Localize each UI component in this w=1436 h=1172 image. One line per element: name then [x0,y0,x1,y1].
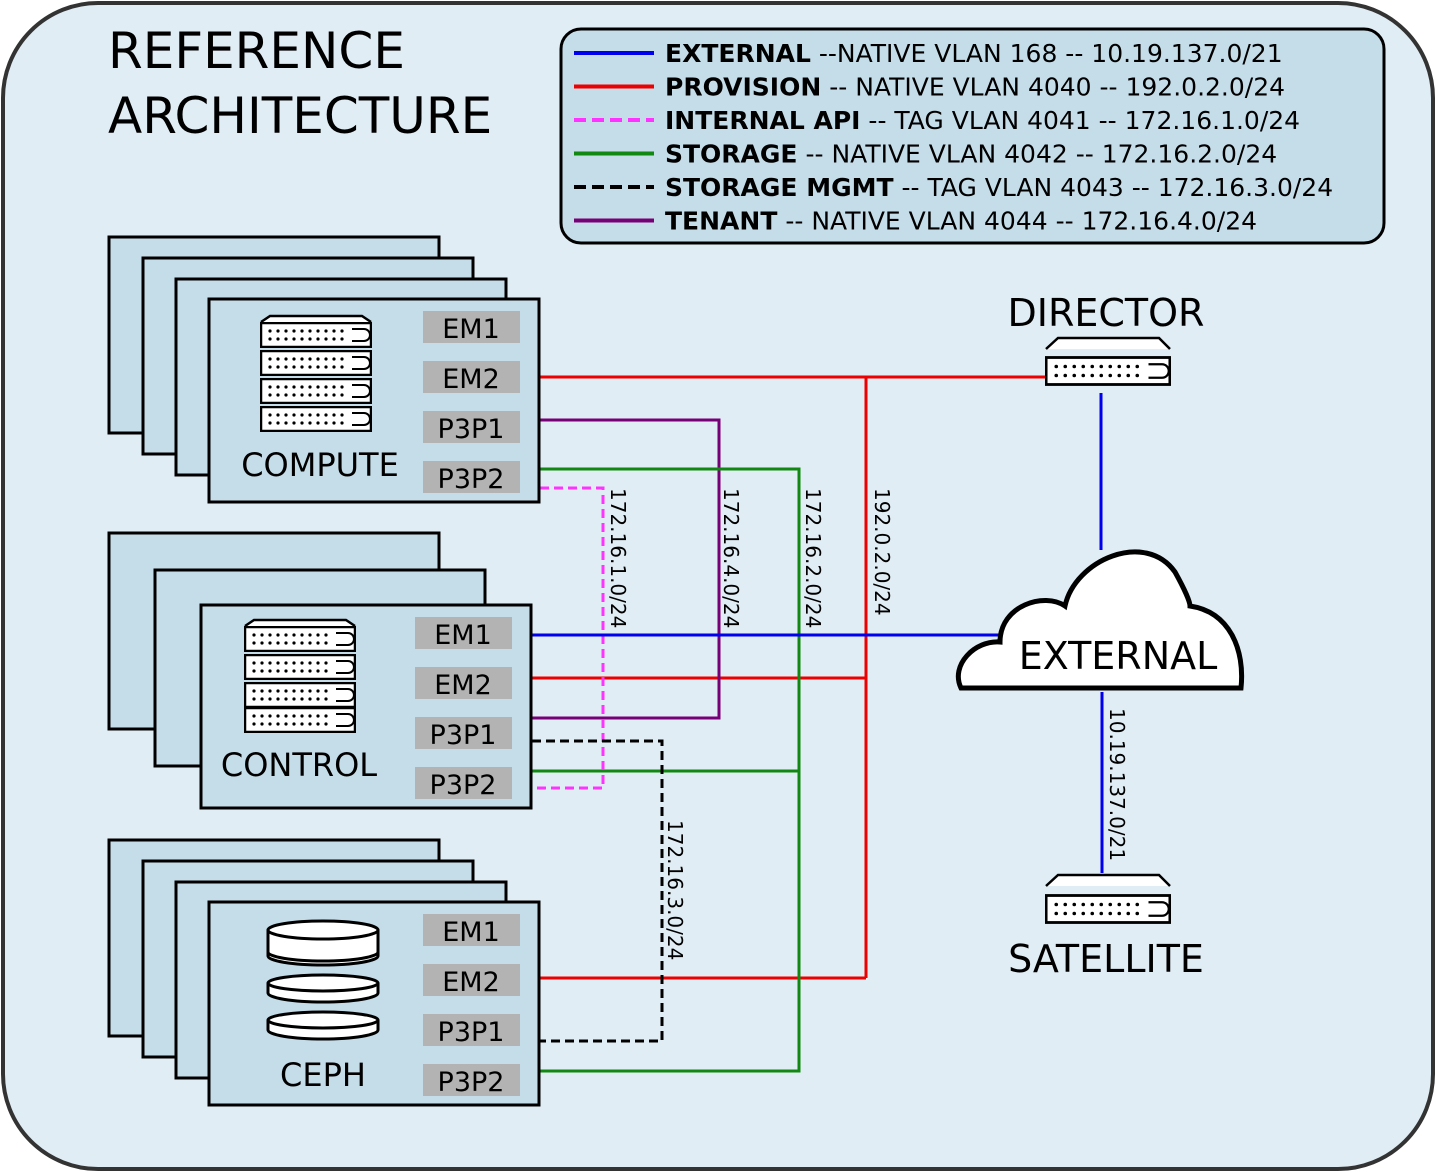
legend-network-details: --NATIVE VLAN 168 -- 10.19.137.0/21 [811,39,1283,68]
port-p3p1 [423,411,520,443]
port-em1 [423,914,520,946]
port-label: P3P1 [438,414,505,445]
port-label: P3P2 [430,770,497,801]
legend-box [559,27,1386,245]
port-label: EM2 [442,967,500,998]
legend-network-name: STORAGE MGMT [665,173,894,202]
internal-api-subnet-label: 172.16.1.0/24 [606,488,630,628]
satellite-node: SATELLITE [1008,873,1204,981]
database-icon [266,919,380,1041]
compute-label: COMPUTE [241,446,399,484]
legend-entry-provision: PROVISION -- NATIVE VLAN 4040 -- 192.0.2… [665,73,1285,102]
legend-network-name: STORAGE [665,140,798,169]
legend-network-details: -- NATIVE VLAN 4042 -- 172.16.2.0/24 [798,140,1278,169]
port-label: EM1 [442,314,500,345]
external-network-cloud: EXTERNAL [955,549,1245,691]
diagram-title-line2: ARCHITECTURE [108,87,492,145]
diagram-title-line1: REFERENCE [108,22,405,80]
storage-subnet-label: 172.16.2.0/24 [801,488,825,628]
network-lines [532,375,1104,1073]
legend-network-details: -- NATIVE VLAN 4044 -- 172.16.4.0/24 [777,207,1257,236]
tenant-subnet-label: 172.16.4.0/24 [719,488,743,628]
port-p3p2 [423,1064,520,1096]
server-rack-icon [244,618,356,733]
legend-entry-external: EXTERNAL --NATIVE VLAN 168 -- 10.19.137.… [665,39,1283,68]
control-ports: EM1 EM2 P3P1 P3P2 [415,617,512,801]
external-subnet-label: 10.19.137.0/21 [1105,708,1129,861]
cloud-icon [955,549,1245,691]
port-em1 [415,617,512,649]
port-label: P3P1 [430,720,497,751]
compute-ports: EM1 EM2 P3P1 P3P2 [423,311,520,495]
provision-subnet-label: 192.0.2.0/24 [870,488,894,616]
control-node-group: CONTROL EM1 EM2 P3P1 P3P2 [107,531,533,810]
port-label: P3P2 [438,464,505,495]
port-label: EM1 [442,917,500,948]
port-label: EM1 [434,620,492,651]
legend: EXTERNAL --NATIVE VLAN 168 -- 10.19.137.… [559,27,1386,245]
server-icon [1046,873,1170,923]
port-label: EM2 [434,670,492,701]
port-p3p1 [415,717,512,749]
legend-network-details: -- TAG VLAN 4041 -- 172.16.1.0/24 [860,106,1300,135]
port-p3p1 [423,1014,520,1046]
director-node: DIRECTOR [1008,291,1205,385]
server-icon [1046,336,1170,385]
external-label: EXTERNAL [1019,634,1218,678]
legend-network-name: INTERNAL API [665,106,860,135]
port-em1 [423,311,520,343]
port-em2 [423,964,520,996]
legend-network-details: -- NATIVE VLAN 4040 -- 192.0.2.0/24 [821,73,1285,102]
port-p3p2 [423,461,520,493]
tenant-line [532,418,721,720]
port-p3p2 [415,767,512,799]
port-em2 [415,667,512,699]
legend-entry-tenant: TENANT -- NATIVE VLAN 4044 -- 172.16.4.0… [665,207,1257,236]
storage-mgmt-line [532,739,664,1043]
legend-network-name: PROVISION [665,73,821,102]
storage-mgmt-subnet-label: 172.16.3.0/24 [663,820,687,960]
port-label: EM2 [442,364,500,395]
legend-network-name: TENANT [665,207,777,236]
legend-network-name: EXTERNAL [665,39,811,68]
port-label: P3P1 [438,1017,505,1048]
compute-node-group: COMPUTE EM1 EM2 P3P1 P3P2 [107,235,541,504]
ceph-label: CEPH [280,1056,366,1094]
legend-entry-internal-api: INTERNAL API -- TAG VLAN 4041 -- 172.16.… [665,106,1300,135]
server-rack-icon [260,314,372,432]
internal-api-line [532,486,605,790]
legend-entry-storage: STORAGE -- NATIVE VLAN 4042 -- 172.16.2.… [665,140,1277,169]
satellite-label: SATELLITE [1008,937,1204,981]
director-label: DIRECTOR [1008,291,1205,335]
control-label: CONTROL [221,746,377,784]
ceph-node-group: CEPH EM1 EM2 P3P1 P3P2 [107,838,541,1107]
port-label: P3P2 [438,1067,505,1098]
port-em2 [423,361,520,393]
ceph-ports: EM1 EM2 P3P1 P3P2 [423,914,520,1098]
legend-network-details: -- TAG VLAN 4043 -- 172.16.3.0/24 [894,173,1334,202]
legend-entry-storage-mgmt: STORAGE MGMT -- TAG VLAN 4043 -- 172.16.… [665,173,1333,202]
